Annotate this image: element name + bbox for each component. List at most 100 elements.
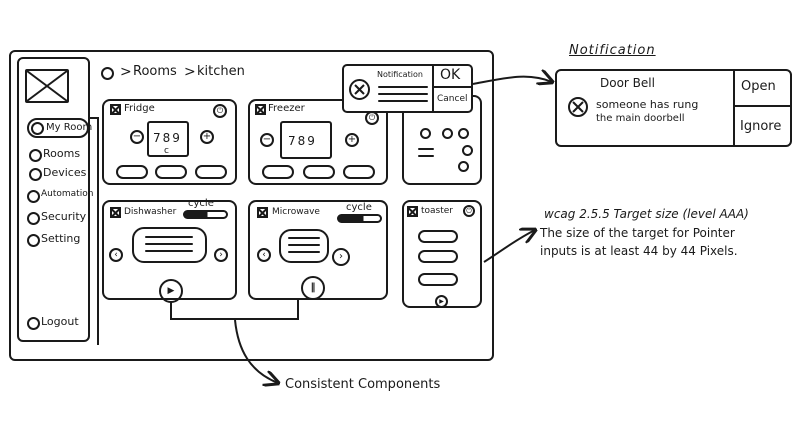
microwave-cycle-slider[interactable]	[337, 214, 382, 223]
sidebar-item-devices[interactable]: Devices	[43, 166, 87, 179]
freezer-temp: 789	[288, 134, 317, 148]
sidebar	[17, 57, 90, 342]
mini-notification-cancel-button[interactable]: Cancel	[437, 94, 468, 104]
option-lines	[418, 148, 434, 162]
fridge-card	[102, 99, 237, 185]
fridge-power-icon[interactable]: ⏻	[213, 104, 227, 118]
notification-body-line: the main doorbell	[596, 113, 685, 124]
microwave-display	[279, 229, 329, 263]
home-close-icon[interactable]	[101, 67, 114, 80]
dishwasher-cycle-label: cycle	[188, 198, 214, 209]
wcag-annotation-line: The size of the target for Pointer	[540, 226, 735, 240]
freezer-close-icon[interactable]	[255, 104, 266, 115]
fridge-option-button[interactable]	[155, 165, 187, 179]
notification-title: Door Bell	[600, 76, 655, 90]
microwave-card	[248, 200, 388, 300]
mini-notification-close-icon[interactable]	[349, 79, 370, 100]
sidebar-item-my-room[interactable]	[27, 118, 89, 138]
rooms-icon	[29, 149, 42, 162]
setting-icon	[27, 234, 40, 247]
consistent-components-label: Consistent Components	[285, 377, 441, 392]
sidebar-item-security[interactable]: Security	[41, 210, 87, 223]
mini-notification-title: Notification	[377, 70, 423, 79]
freezer-option-button[interactable]	[343, 165, 375, 179]
sidebar-item-rooms[interactable]: Rooms	[43, 147, 81, 160]
dishwasher-display-lines	[145, 236, 193, 257]
logo-placeholder	[25, 69, 69, 103]
fridge-title: Fridge	[124, 103, 155, 114]
microwave-cycle-label: cycle	[346, 202, 372, 213]
dishwasher-close-icon[interactable]	[110, 207, 121, 218]
toaster-option-button[interactable]	[418, 273, 458, 286]
breadcrumb-sep: >	[120, 64, 132, 80]
mini-notification-ok-button[interactable]: OK	[440, 67, 461, 83]
freezer-minus-icon[interactable]: −	[260, 133, 274, 147]
automation-icon	[27, 190, 40, 203]
close-cross	[572, 101, 584, 113]
notification-body-line: someone has rung	[596, 98, 699, 111]
notification-panel	[555, 69, 792, 147]
microwave-chevron-right-icon[interactable]: ›	[332, 248, 350, 266]
notification-divider	[733, 69, 735, 147]
close-cross	[354, 84, 365, 95]
option-icon[interactable]	[462, 145, 473, 156]
dishwasher-display	[132, 227, 207, 263]
microwave-title: Microwave	[272, 207, 320, 217]
sidebar-item-label: My Room	[46, 122, 93, 133]
option-icon[interactable]	[442, 128, 453, 139]
fridge-temp-display	[147, 121, 189, 157]
dishwasher-title: Dishwasher	[124, 207, 177, 217]
toaster-option-button[interactable]	[418, 250, 458, 263]
notification-heading: Notification	[569, 43, 656, 58]
fridge-option-button[interactable]	[195, 165, 227, 179]
fridge-plus-icon[interactable]: +	[200, 130, 214, 144]
option-icon[interactable]	[458, 161, 469, 172]
wcag-annotation-line: wcag 2.5.5 Target size (level AAA)	[544, 207, 749, 221]
option-icon[interactable]	[458, 128, 469, 139]
toaster-power-icon[interactable]: ⏻	[463, 205, 475, 217]
devices-icon	[29, 168, 42, 181]
freezer-option-button[interactable]	[303, 165, 335, 179]
mini-notification-divider	[432, 86, 473, 88]
fridge-close-icon[interactable]	[110, 104, 121, 115]
mini-notification	[342, 64, 473, 113]
notification-close-icon[interactable]	[568, 97, 588, 117]
microwave-pause-icon[interactable]: ‖	[301, 276, 325, 300]
sidebar-item-setting[interactable]: Setting	[41, 232, 81, 245]
microwave-close-icon[interactable]	[257, 207, 268, 218]
notification-open-button[interactable]: Open	[741, 79, 776, 94]
breadcrumb-sep: >	[184, 64, 196, 80]
breadcrumb-current: kitchen	[197, 64, 245, 79]
freezer-option-button[interactable]	[262, 165, 294, 179]
microwave-chevron-left-icon[interactable]: ‹	[257, 248, 271, 262]
toaster-option-button[interactable]	[418, 230, 458, 243]
logout-icon	[27, 317, 40, 330]
toaster-close-icon[interactable]	[407, 206, 418, 217]
dishwasher-cycle-slider[interactable]	[183, 210, 228, 219]
consistent-bracket	[170, 300, 299, 320]
option-icon[interactable]	[420, 128, 431, 139]
freezer-temp-display	[280, 121, 332, 159]
fridge-option-button[interactable]	[116, 165, 148, 179]
freezer-title: Freezer	[268, 103, 305, 114]
consistent-arrow	[234, 319, 278, 383]
freezer-plus-icon[interactable]: +	[345, 133, 359, 147]
fridge-unit: c	[164, 146, 169, 156]
notification-ignore-button[interactable]: Ignore	[740, 119, 782, 134]
dishwasher-chevron-right-icon[interactable]: ›	[214, 248, 228, 262]
mini-notification-divider	[432, 64, 434, 113]
microwave-display-lines	[288, 237, 320, 258]
toaster-title: toaster	[421, 206, 454, 216]
fridge-minus-icon[interactable]: −	[130, 130, 144, 144]
sidebar-item-automation[interactable]: Automation	[41, 189, 94, 199]
breadcrumb-rooms[interactable]: Rooms	[133, 64, 177, 79]
toaster-play-icon[interactable]: ▶	[435, 295, 448, 308]
logout-button[interactable]: Logout	[41, 315, 79, 328]
freezer-card	[248, 99, 388, 185]
wcag-arrow	[483, 230, 535, 263]
dishwasher-chevron-left-icon[interactable]: ‹	[109, 248, 123, 262]
my-room-icon	[31, 122, 44, 135]
logo-cross	[26, 70, 68, 102]
mini-notification-lines	[378, 86, 428, 107]
